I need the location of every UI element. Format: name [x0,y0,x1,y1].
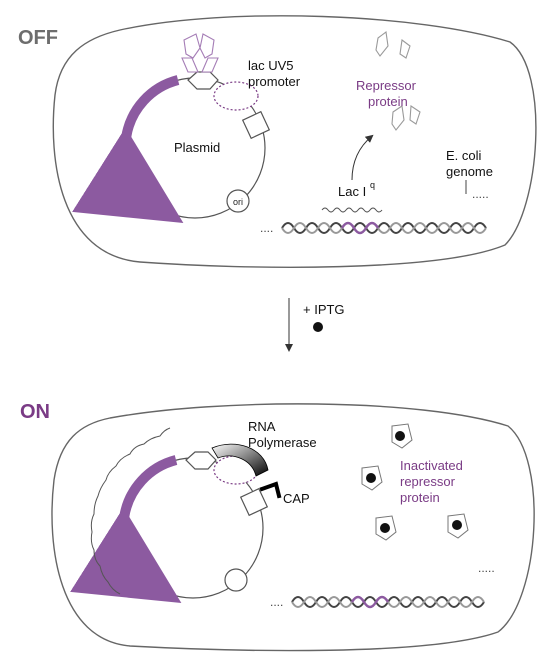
off-ori-label: ori [233,197,243,207]
on-cell-outline [51,403,535,652]
off-free-repressor-icon-2 [391,105,421,131]
inactivated-repressor-icon-4 [447,513,469,539]
off-ori-circle [226,189,250,213]
off-repressor-label-line1: Repressor [356,78,417,93]
on-mrna-transcript-wave [90,427,171,595]
off-gene-arc [72,75,184,224]
on-inactivated-label-line1: Inactivated [400,458,463,473]
on-genome-laci-segment [350,595,390,609]
off-hexagon-site [187,71,219,90]
off-genome-dna-strand-a [281,222,487,234]
iptg-molecule-icon [313,322,323,332]
off-genome-dots-end: ..... [472,187,489,201]
off-genome-dots: .... [260,221,273,235]
off-laci-label: Lac I [338,184,366,199]
off-plasmid-label: Plasmid [174,140,220,155]
on-rnap-label-line2: Polymerase [248,435,317,450]
off-promoter-label-line1: lac UV5 [248,58,294,73]
off-promoter-square [241,110,271,140]
on-inactivated-label-line3: protein [400,490,440,505]
on-gene-arc [70,455,182,604]
on-cap-label: CAP [283,491,310,506]
off-promoter-label-line2: promoter [248,74,301,89]
off-cell-outline [52,15,537,268]
off-bound-repressor-icon [181,33,219,73]
on-rnap-label-line1: RNA [248,419,276,434]
off-expression-arrow [351,134,374,181]
off-genome-label-line1: E. coli [446,148,482,163]
on-genome-dots: .... [270,595,283,609]
off-state-label: OFF [18,27,58,49]
inactivated-repressor-icon-3 [375,515,397,541]
rna-polymerase-icon [211,443,269,477]
inactivated-repressor-icon-2 [361,465,383,491]
off-genome-laci-segment [340,221,380,235]
inactivated-repressor-icon-1 [391,423,413,449]
transition-label: + IPTG [303,302,345,317]
off-genome-dna-strand-b [281,222,487,234]
off-operator-site [213,81,259,111]
on-promoter-square [239,487,269,517]
off-laci-mrna-wave [321,207,383,213]
off-repressor-label-line2: protein [368,94,408,109]
cap-protein-icon [259,481,282,499]
off-free-repressor-icon-1 [375,31,411,59]
off-laci-superscript: q [370,180,375,190]
on-ori-circle [224,568,248,592]
on-genome-dots-end: ..... [478,561,495,575]
on-state-label: ON [20,401,50,423]
on-hexagon-site [185,451,217,470]
on-inactivated-label-line2: repressor [400,474,456,489]
off-genome-label-line2: genome [446,164,493,179]
